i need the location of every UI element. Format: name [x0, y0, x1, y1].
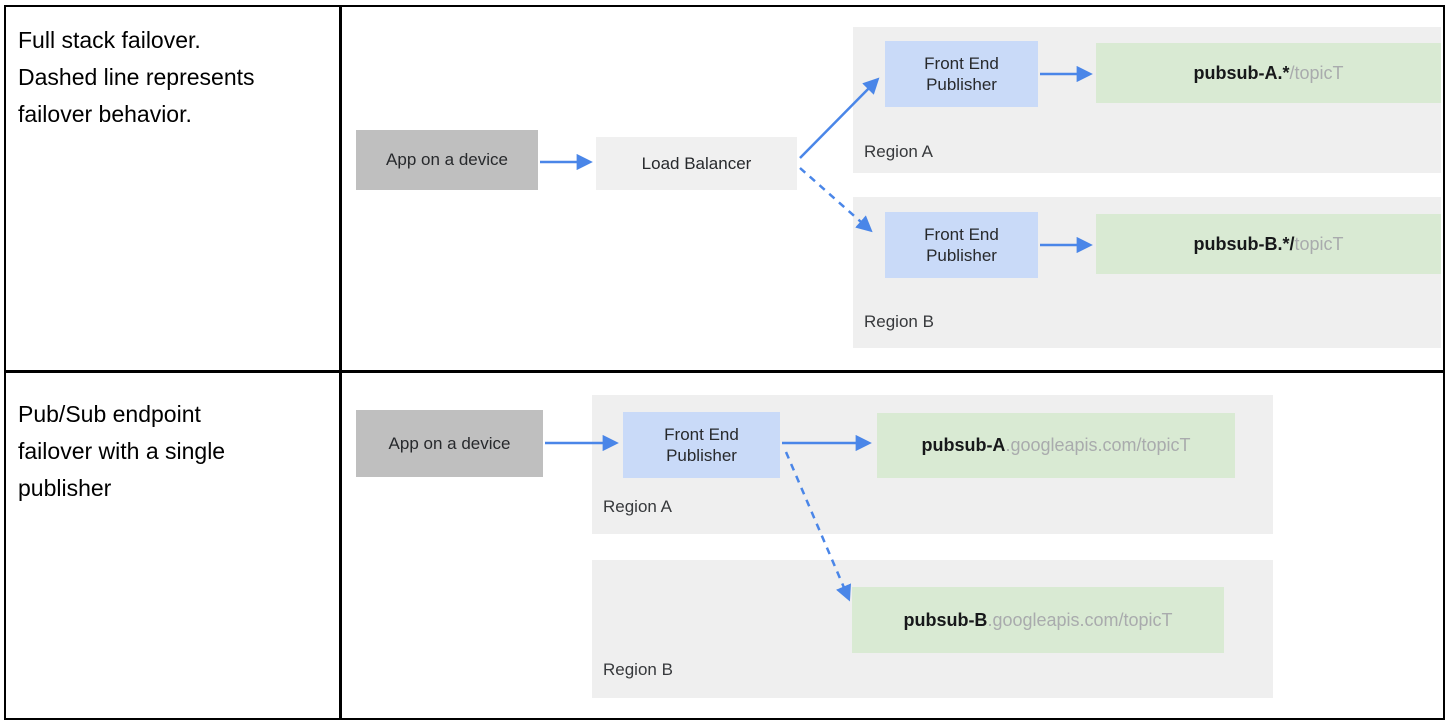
- publisher-label-line: Front End: [924, 225, 999, 244]
- pubsub-endpoint-box-region-a: pubsub-A.*/topicT: [1096, 43, 1441, 103]
- pubsub-endpoint-box-region-b: pubsub-B.*/topicT: [1096, 214, 1441, 274]
- description-line: Pub/Sub endpoint: [18, 401, 201, 427]
- region-b-label: Region B: [603, 660, 673, 679]
- pubsub-endpoint-box-region-b: pubsub-B.googleapis.com/topicT: [852, 587, 1224, 653]
- load-balancer-box: Load Balancer: [596, 137, 797, 190]
- publisher-label-line: Publisher: [926, 75, 997, 94]
- region-a-label: Region A: [603, 497, 672, 516]
- endpoint-host: pubsub-A.*: [1193, 62, 1290, 83]
- row1-description: Full stack failover. Dashed line represe…: [18, 22, 328, 133]
- endpoint-path: /topicT: [1289, 62, 1344, 83]
- endpoint-path: .googleapis.com/topicT: [1005, 435, 1191, 455]
- endpoint-host: pubsub-B.*/: [1193, 233, 1295, 254]
- region-b-label: Region B: [864, 312, 934, 331]
- endpoint-path: topicT: [1294, 233, 1344, 254]
- table-row-divider: [4, 370, 1444, 373]
- row2-description: Pub/Sub endpoint failover with a single …: [18, 396, 328, 507]
- region-a-label: Region A: [864, 142, 933, 161]
- app-on-device-box: App on a device: [356, 130, 538, 190]
- front-end-publisher-box-region-b: Front End Publisher: [885, 212, 1038, 278]
- table-column-divider: [339, 5, 342, 718]
- app-on-device-box: App on a device: [356, 410, 543, 477]
- endpoint-host: pubsub-A: [921, 435, 1006, 455]
- endpoint-path: .googleapis.com/topicT: [987, 609, 1173, 630]
- pubsub-endpoint-box-region-a: pubsub-A.googleapis.com/topicT: [877, 413, 1235, 478]
- publisher-label-line: Publisher: [666, 446, 737, 465]
- description-line: Full stack failover.: [18, 27, 201, 53]
- publisher-label-line: Front End: [664, 425, 739, 444]
- endpoint-host: pubsub-B: [903, 609, 988, 630]
- description-line: publisher: [18, 475, 112, 501]
- description-line: failover behavior.: [18, 101, 192, 127]
- description-line: Dashed line represents: [18, 64, 255, 90]
- table-outer-border: [4, 5, 1445, 720]
- publisher-label-line: Publisher: [926, 246, 997, 265]
- publisher-label-line: Front End: [924, 54, 999, 73]
- description-line: failover with a single: [18, 438, 226, 464]
- front-end-publisher-box-region-a: Front End Publisher: [885, 41, 1038, 107]
- front-end-publisher-box: Front End Publisher: [623, 412, 780, 478]
